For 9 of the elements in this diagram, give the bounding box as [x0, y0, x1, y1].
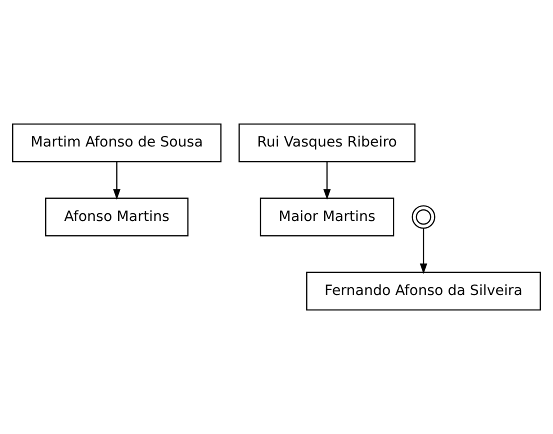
node-box: Afonso Martins — [45, 198, 188, 236]
arrow — [323, 162, 331, 200]
arrow — [420, 228, 428, 274]
node-box: Maior Martins — [260, 198, 394, 236]
node-box: Martim Afonso de Sousa — [12, 123, 222, 162]
node-box: Fernando Afonso da Silveira — [306, 272, 541, 311]
arrow — [113, 162, 120, 200]
node-circle — [412, 205, 436, 229]
node-box: Rui Vasques Ribeiro — [238, 123, 416, 162]
